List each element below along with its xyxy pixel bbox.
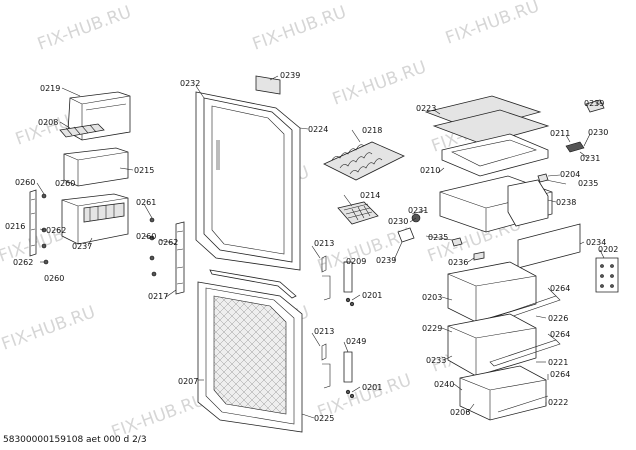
part-label: 0260 [15, 178, 35, 187]
part-label: 0223 [416, 104, 436, 113]
part-label: 0236 [448, 258, 468, 267]
part-label: 0216 [5, 222, 25, 231]
part-label: 0230 [388, 217, 408, 226]
watermark: FIX-HUB.RU [250, 2, 349, 54]
part-label: 0239 [584, 99, 604, 108]
watermark: FIX-HUB.RU [330, 57, 429, 109]
part-label: 0239 [376, 256, 396, 265]
part-label: 0207 [178, 377, 198, 386]
part-label: 0203 [422, 293, 442, 302]
watermark: FIX-HUB.RU [0, 302, 98, 354]
part-label: 0215 [134, 166, 154, 175]
part-label: 0233 [426, 356, 446, 365]
part-label: 0214 [360, 191, 380, 200]
part-label: 0224 [308, 125, 328, 134]
part-label: 0230 [588, 128, 608, 137]
part-label: 0260 [44, 274, 64, 283]
part-label: 0213 [314, 327, 334, 336]
part-label: 0262 [46, 226, 66, 235]
part-label: 0260 [55, 179, 75, 188]
part-label: 0262 [13, 258, 33, 267]
part-label: 0201 [362, 291, 382, 300]
part-label: 0222 [548, 398, 568, 407]
part-label: 0249 [346, 337, 366, 346]
part-label: 0202 [598, 245, 618, 254]
part-label: 0237 [72, 242, 92, 251]
leader-lines [36, 75, 605, 419]
part-label: 0211 [550, 129, 570, 138]
part-label: 0208 [38, 118, 58, 127]
part-label: 0235 [428, 233, 448, 242]
part-label: 0201 [362, 383, 382, 392]
part-label: 0229 [422, 324, 442, 333]
part-label: 0234 [586, 238, 606, 247]
part-label: 0206 [450, 408, 470, 417]
part-label: 0238 [556, 198, 576, 207]
door-shelf-group [29, 91, 185, 295]
part-label: 0213 [314, 239, 334, 248]
part-label: 0217 [148, 292, 168, 301]
part-label: 0225 [314, 414, 334, 423]
part-label: 0239 [280, 71, 300, 80]
part-labels: 0219 0208 0215 0237 0260 0260 0216 0262 … [5, 71, 618, 423]
part-label: 0226 [548, 314, 568, 323]
shelf-drawer-group [424, 95, 619, 421]
part-label: 0240 [434, 380, 454, 389]
part-label: 0209 [346, 257, 366, 266]
part-label: 0210 [420, 166, 440, 175]
part-label: 0235 [578, 179, 598, 188]
part-label: 0231 [580, 154, 600, 163]
part-label: 0219 [40, 84, 60, 93]
watermark: FIX-HUB.RU [443, 0, 542, 49]
part-label: 0231 [408, 206, 428, 215]
part-label: 0221 [548, 358, 568, 367]
part-label: 0218 [362, 126, 382, 135]
part-label: 0262 [158, 238, 178, 247]
document-footer: 58300000159108 aet 000 d 2/3 [3, 435, 147, 445]
part-label: 0204 [560, 170, 580, 179]
door-frame-group [195, 75, 303, 433]
part-label: 0264 [550, 370, 570, 379]
part-label: 0264 [550, 284, 570, 293]
watermark: FIX-HUB.RU [35, 2, 134, 54]
part-label: 0232 [180, 79, 200, 88]
part-label: 0261 [136, 198, 156, 207]
center-parts-group [321, 141, 421, 399]
part-label: 0264 [550, 330, 570, 339]
part-label: 0260 [136, 232, 156, 241]
